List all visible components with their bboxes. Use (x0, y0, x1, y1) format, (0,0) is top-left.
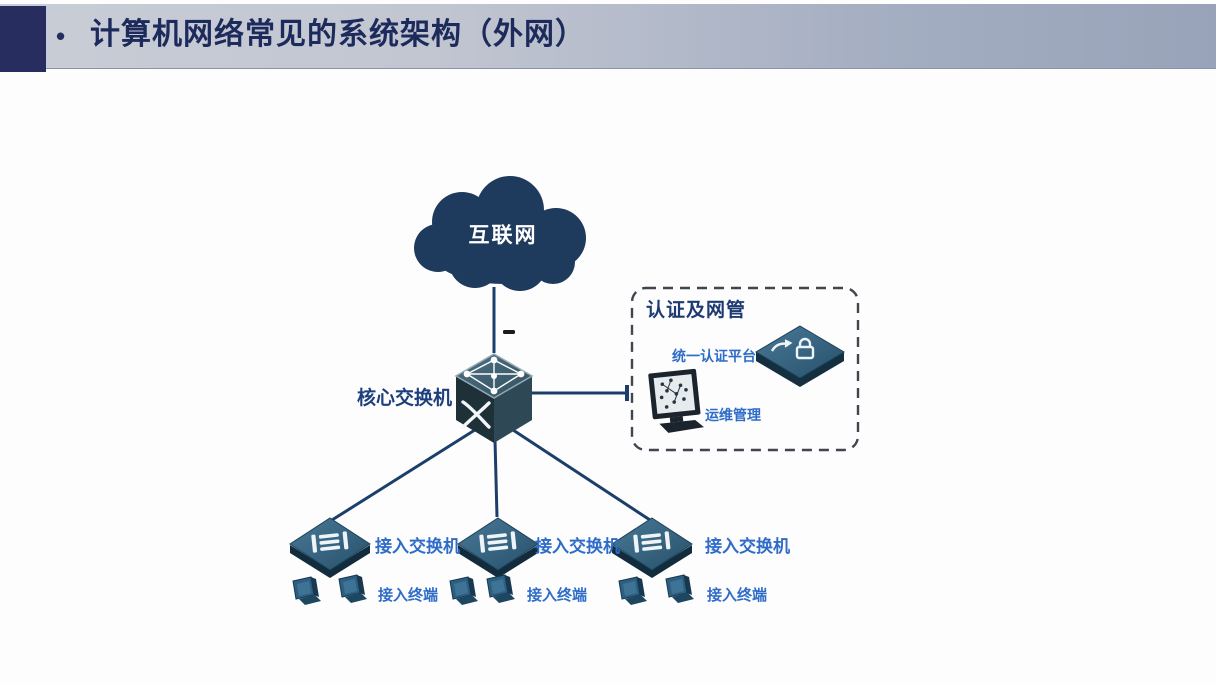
access-switch-icon-3 (611, 517, 693, 579)
terminal-label-1: 接入终端 (378, 587, 439, 604)
title-bullet: • (56, 21, 66, 51)
core-switch-label: 核心交换机 (356, 388, 452, 409)
access-switch-label-3: 接入交换机 (705, 537, 790, 556)
terminal-icon-1b (338, 574, 368, 604)
link-core-access-1 (331, 426, 479, 522)
terminal-icon-2b (486, 574, 516, 604)
stray-dash-mark (503, 330, 515, 334)
link-lines (331, 287, 651, 522)
mgmt-box-title: 认证及网管 (646, 300, 747, 321)
access-switch-label-1: 接入交换机 (375, 537, 460, 556)
terminal-icon-3b (665, 574, 695, 604)
core-switch-cube-icon (454, 353, 534, 443)
ops-monitor-icon (648, 368, 704, 433)
header-accent-block (0, 6, 46, 72)
slide-header-band (0, 4, 1216, 72)
core-switch-x-glyph (461, 400, 491, 429)
ops-label: 运维管理 (705, 407, 761, 423)
cloud-icon (414, 176, 586, 291)
access-switch-icon-1 (289, 517, 371, 579)
terminal-icon-3a (618, 576, 648, 606)
auth-key-lock-glyph (770, 337, 815, 360)
link-core-access-3 (509, 426, 651, 522)
terminal-icon-2a (449, 576, 479, 606)
access-switch-icon-2 (457, 517, 539, 579)
terminal-icon-1a (292, 576, 322, 606)
page-title: 计算机网络常见的系统架构（外网） (90, 18, 586, 51)
link-core-access-2 (493, 439, 499, 518)
auth-platform-label: 统一认证平台 (672, 348, 756, 364)
terminal-label-2: 接入终端 (527, 587, 588, 604)
access-switch-label-2: 接入交换机 (535, 537, 620, 556)
auth-platform-switch-icon (755, 325, 845, 387)
internet-label: 互联网 (468, 224, 538, 247)
terminal-label-3: 接入终端 (707, 587, 768, 604)
